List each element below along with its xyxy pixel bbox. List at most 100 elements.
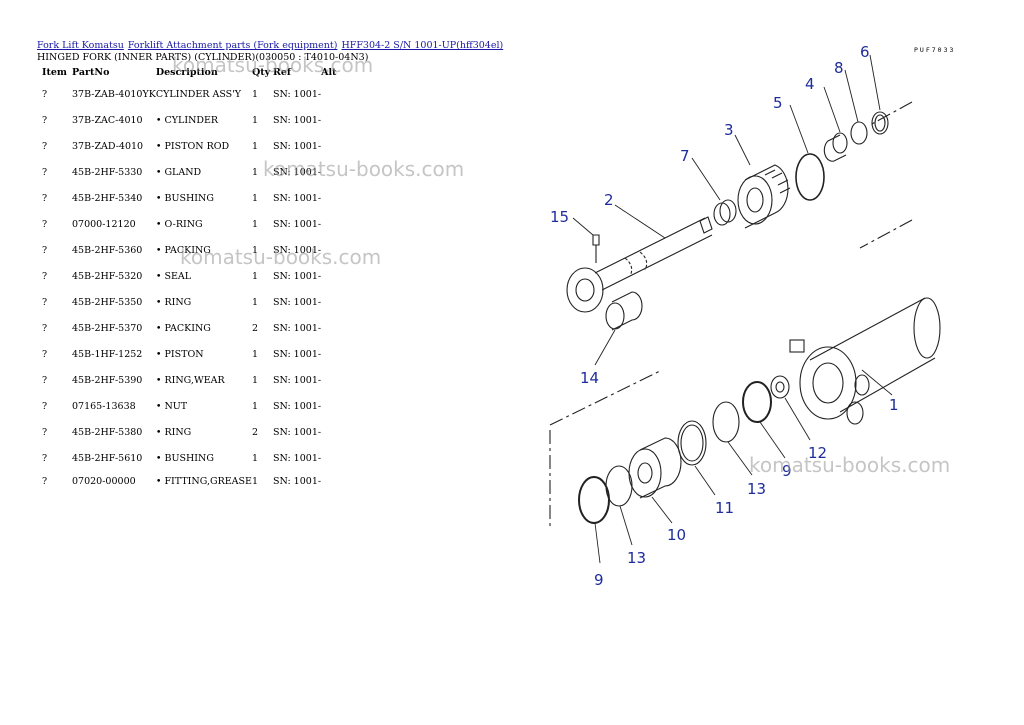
cell-description: • FITTING,GREASE [155, 475, 252, 487]
cell-item: ? [42, 322, 48, 334]
cell-description: • PACKING [155, 244, 211, 256]
piston-part-10-face [628, 448, 662, 498]
header-qty: Qty [251, 67, 271, 78]
cell-description: • O-RING [155, 218, 203, 230]
cell-item: ? [42, 400, 48, 412]
bushing-part-14-end [605, 302, 625, 330]
cell-alt [321, 263, 351, 289]
cell-qty: 2 [251, 426, 259, 438]
cell-alt [321, 237, 351, 263]
header-partno: PartNo [72, 67, 110, 78]
cell-qty: 1 [251, 192, 259, 204]
breadcrumb-link-model[interactable]: HFF304-2 S/N 1001-UP(hff304el) [341, 40, 504, 51]
cylinder-boss-2 [846, 401, 864, 425]
cell-partno: 45B-2HF-5360 [72, 244, 143, 256]
cell-description: • NUT [155, 400, 188, 412]
cell-qty: 1 [251, 114, 259, 126]
piston-rod-part-2 [594, 217, 713, 291]
cell-description: • CYLINDER [155, 114, 219, 126]
cell-alt [321, 81, 351, 107]
cell-description: • BUSHING [155, 192, 214, 204]
cell-description: • RING [155, 296, 192, 308]
cell-item: ? [42, 348, 48, 360]
cell-alt [321, 211, 351, 237]
breadcrumb-link-attachment-parts[interactable]: Forklift Attachment parts (Fork equipmen… [127, 40, 338, 51]
header-description: Description [155, 67, 218, 78]
cell-qty: 1 [251, 348, 259, 360]
cylinder-head-bore [812, 362, 844, 404]
callout-1: 1 [889, 396, 899, 414]
cell-description: • GLAND [155, 166, 202, 178]
cell-ref: SN: 1001- [272, 192, 322, 204]
ring-part-9-lower [578, 476, 610, 524]
bushing-part-4-end [832, 132, 848, 154]
piston-part-10 [639, 437, 682, 499]
callout-14: 14 [580, 369, 599, 387]
cell-alt [321, 107, 351, 133]
callout-labels: 1 2 3 4 5 6 7 8 9 9 10 11 12 13 13 14 15 [550, 43, 899, 589]
table-header-row: Item PartNo Description Qty Ref Alt [37, 64, 351, 81]
callout-15: 15 [550, 208, 569, 226]
cell-partno: 07165-13638 [72, 400, 136, 412]
callout-4: 4 [805, 75, 815, 93]
nut-part-12 [770, 375, 790, 399]
callout-11: 11 [715, 499, 734, 517]
header-item: Item [42, 67, 67, 78]
cell-alt [321, 341, 351, 367]
cell-partno: 45B-2HF-5380 [72, 426, 143, 438]
cell-item: ? [42, 192, 48, 204]
cell-partno: 07000-12120 [72, 218, 136, 230]
cell-ref: SN: 1001- [272, 452, 322, 464]
cylinder-port [789, 339, 805, 353]
rod-break [624, 251, 648, 277]
wear-ring-part-11-inner [680, 424, 704, 462]
cylinder-part-1 [809, 297, 936, 413]
cell-description: • SEAL [155, 270, 192, 282]
cell-item: ? [42, 166, 48, 178]
cell-partno: 45B-1HF-1252 [72, 348, 143, 360]
cell-partno: 37B-ZAD-4010 [72, 140, 144, 152]
cell-alt [321, 471, 351, 491]
cell-partno: 45B-2HF-5330 [72, 166, 143, 178]
cell-alt [321, 289, 351, 315]
cell-partno: 45B-2HF-5390 [72, 374, 143, 386]
cell-partno: 37B-ZAB-4010YK [72, 88, 156, 100]
ring-part-8 [850, 121, 868, 145]
cell-alt [321, 159, 351, 185]
cell-description: • PISTON ROD [155, 140, 230, 152]
cell-description: • PACKING [155, 322, 211, 334]
breadcrumb-link-fork-lift[interactable]: Fork Lift Komatsu [37, 40, 124, 51]
cell-item: ? [42, 475, 48, 487]
cell-qty: 1 [251, 218, 259, 230]
cell-item: ? [42, 244, 48, 256]
cell-item: ? [42, 296, 48, 308]
table-row: ? 45B-2HF-5340 • BUSHING 1 SN: 1001- [37, 185, 351, 211]
o-ring-part-5 [795, 153, 825, 201]
cell-alt [321, 315, 351, 341]
cell-description: • RING,WEAR [155, 374, 225, 386]
cell-ref: SN: 1001- [272, 166, 322, 178]
cell-ref: SN: 1001- [272, 296, 322, 308]
figure-code: PUF7033 [914, 46, 956, 54]
callout-8: 8 [834, 59, 844, 77]
parts-table: Item PartNo Description Qty Ref Alt ? 37B… [37, 64, 351, 491]
callout-12: 12 [808, 444, 827, 462]
callout-13-lower: 13 [627, 549, 646, 567]
cell-ref: SN: 1001- [272, 114, 322, 126]
rod-eye [566, 267, 604, 313]
gland-part-3-bore [746, 187, 764, 213]
cell-description: • PISTON [155, 348, 204, 360]
cell-ref: SN: 1001- [272, 374, 322, 386]
ring-part-6 [871, 111, 889, 135]
cylinder-boss [854, 374, 870, 396]
leader-lines [572, 54, 893, 564]
callout-13: 13 [747, 480, 766, 498]
cell-partno: 45B-2HF-5340 [72, 192, 143, 204]
